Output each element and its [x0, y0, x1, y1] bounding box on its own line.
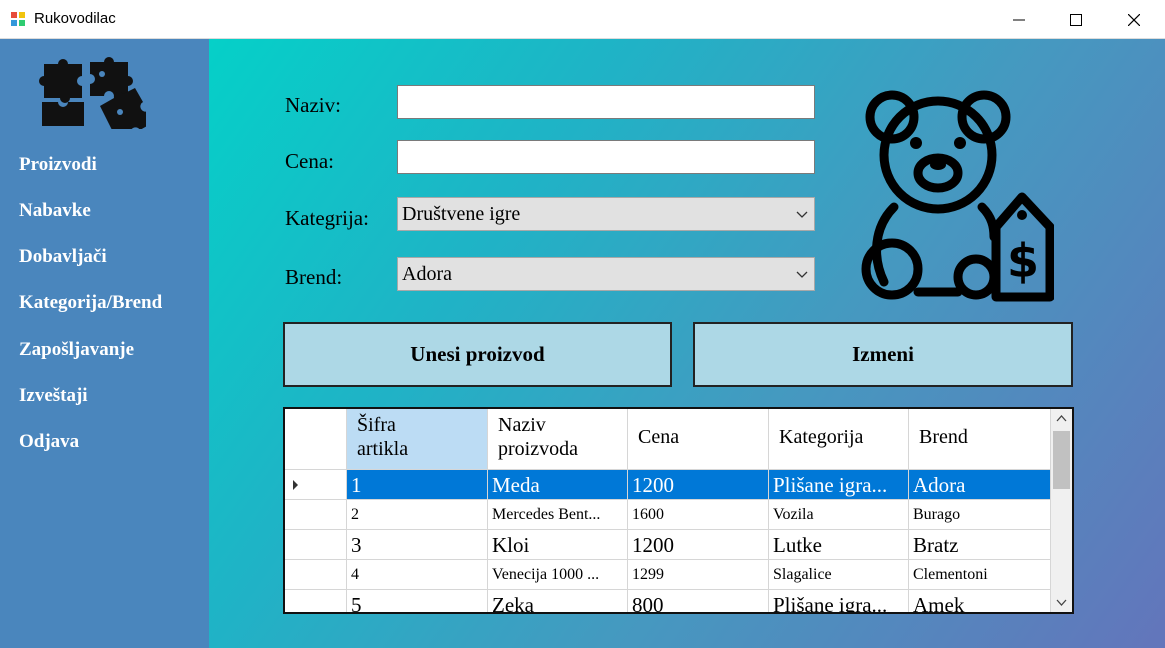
column-header-text: proizvoda [498, 438, 578, 460]
column-header-sifra[interactable]: Šifra artikla [347, 409, 488, 470]
svg-text:$: $ [1007, 234, 1039, 288]
column-header-text: Šifra [357, 414, 396, 436]
vertical-scrollbar[interactable] [1051, 409, 1072, 612]
cell-brend[interactable]: Burago [909, 500, 1051, 530]
kategorija-label: Kategrija: [285, 206, 369, 230]
column-header-brend[interactable]: Brend [909, 409, 1051, 470]
column-header-text: Naziv [498, 414, 546, 436]
sidebar-item-izvestaji[interactable]: Izveštaji [19, 385, 88, 406]
cell-brend[interactable]: Amek [909, 590, 1051, 612]
column-header-kategorija[interactable]: Kategorija [769, 409, 909, 470]
cell-naziv[interactable]: Kloi [488, 530, 628, 560]
scroll-down-icon[interactable] [1051, 592, 1072, 612]
cell-sifra[interactable]: 1 [347, 470, 488, 500]
cell-sifra[interactable]: 3 [347, 530, 488, 560]
brend-label: Brend: [285, 265, 343, 289]
app-icon [11, 12, 25, 26]
sidebar-item-dobavljaci[interactable]: Dobavljači [19, 246, 107, 267]
kategorija-selected: Društvene igre [402, 203, 521, 225]
column-header-cena[interactable]: Cena [628, 409, 769, 470]
cell-brend[interactable]: Adora [909, 470, 1051, 500]
sidebar-item-odjava[interactable]: Odjava [19, 431, 80, 452]
puzzle-logo-icon [39, 57, 146, 129]
maximize-icon [1070, 13, 1082, 26]
cell-cena[interactable]: 1299 [628, 560, 769, 590]
row-header[interactable] [285, 590, 347, 612]
cell-kategorija[interactable]: Slagalice [769, 560, 909, 590]
column-header-text: Cena [638, 426, 680, 448]
close-button[interactable] [1105, 0, 1163, 39]
column-header-naziv[interactable]: Naziv proizvoda [488, 409, 628, 470]
minimize-button[interactable] [990, 0, 1048, 39]
title-bar: Rukovodilac [0, 0, 1165, 39]
chevron-down-icon [796, 271, 808, 278]
teddy-bear-price-tag-icon: $ [861, 90, 1054, 302]
table-row[interactable]: 2 Mercedes Bent... 1600 Vozila Burago [285, 500, 1051, 530]
brend-select[interactable]: Adora [397, 257, 815, 291]
column-header-text: Brend [919, 426, 968, 448]
cell-brend[interactable]: Clementoni [909, 560, 1051, 590]
window-title: Rukovodilac [34, 10, 116, 27]
izmeni-button[interactable]: Izmeni [693, 322, 1073, 387]
table-row[interactable]: 5 Zeka 800 Plišane igra... Amek [285, 590, 1051, 612]
row-header[interactable] [285, 500, 347, 530]
cell-naziv[interactable]: Meda [488, 470, 628, 500]
products-table[interactable]: Šifra artikla Naziv proizvoda Cena Kateg… [283, 407, 1074, 614]
sidebar: Proizvodi Nabavke Dobavljači Kategorija/… [0, 39, 209, 648]
chevron-down-icon [796, 211, 808, 218]
cell-sifra[interactable]: 2 [347, 500, 488, 530]
unesi-proizvod-button[interactable]: Unesi proizvod [283, 322, 672, 387]
cell-sifra[interactable]: 4 [347, 560, 488, 590]
naziv-label: Naziv: [285, 93, 341, 117]
sidebar-item-nabavke[interactable]: Nabavke [19, 200, 91, 221]
kategorija-select[interactable]: Društvene igre [397, 197, 815, 231]
scroll-up-icon[interactable] [1051, 409, 1072, 429]
cell-naziv[interactable]: Zeka [488, 590, 628, 612]
cena-label: Cena: [285, 149, 334, 173]
table-row[interactable]: 1 Meda 1200 Plišane igra... Adora [285, 470, 1051, 500]
table-corner-header [285, 409, 347, 470]
sidebar-item-zaposljavanje[interactable]: Zapošljavanje [19, 339, 135, 360]
cell-naziv[interactable]: Mercedes Bent... [488, 500, 628, 530]
cell-kategorija[interactable]: Lutke [769, 530, 909, 560]
current-row-arrow-icon [293, 480, 298, 490]
sidebar-item-kategorija-brend[interactable]: Kategorija/Brend [19, 292, 163, 313]
cena-input[interactable] [397, 140, 815, 174]
maximize-button[interactable] [1047, 0, 1105, 39]
row-header[interactable] [285, 470, 347, 500]
cell-cena[interactable]: 1200 [628, 470, 769, 500]
main-panel: Naziv: Cena: Kategrija: Društvene igre B… [209, 39, 1165, 648]
cell-sifra[interactable]: 5 [347, 590, 488, 612]
cell-cena[interactable]: 1200 [628, 530, 769, 560]
cell-naziv[interactable]: Venecija 1000 ... [488, 560, 628, 590]
minimize-icon [1013, 19, 1025, 20]
cell-kategorija[interactable]: Plišane igra... [769, 470, 909, 500]
cell-brend[interactable]: Bratz [909, 530, 1051, 560]
cell-kategorija[interactable]: Vozila [769, 500, 909, 530]
naziv-input[interactable] [397, 85, 815, 119]
column-header-text: artikla [357, 438, 409, 460]
brend-selected: Adora [402, 263, 452, 285]
column-header-text: Kategorija [779, 426, 864, 448]
table-row[interactable]: 3 Kloi 1200 Lutke Bratz [285, 530, 1051, 560]
cell-cena[interactable]: 800 [628, 590, 769, 612]
row-header[interactable] [285, 530, 347, 560]
row-header[interactable] [285, 560, 347, 590]
cell-cena[interactable]: 1600 [628, 500, 769, 530]
close-icon [1128, 13, 1140, 26]
table-row[interactable]: 4 Venecija 1000 ... 1299 Slagalice Cleme… [285, 560, 1051, 590]
cell-kategorija[interactable]: Plišane igra... [769, 590, 909, 612]
scrollbar-thumb[interactable] [1053, 431, 1070, 489]
sidebar-item-proizvodi[interactable]: Proizvodi [19, 154, 97, 175]
